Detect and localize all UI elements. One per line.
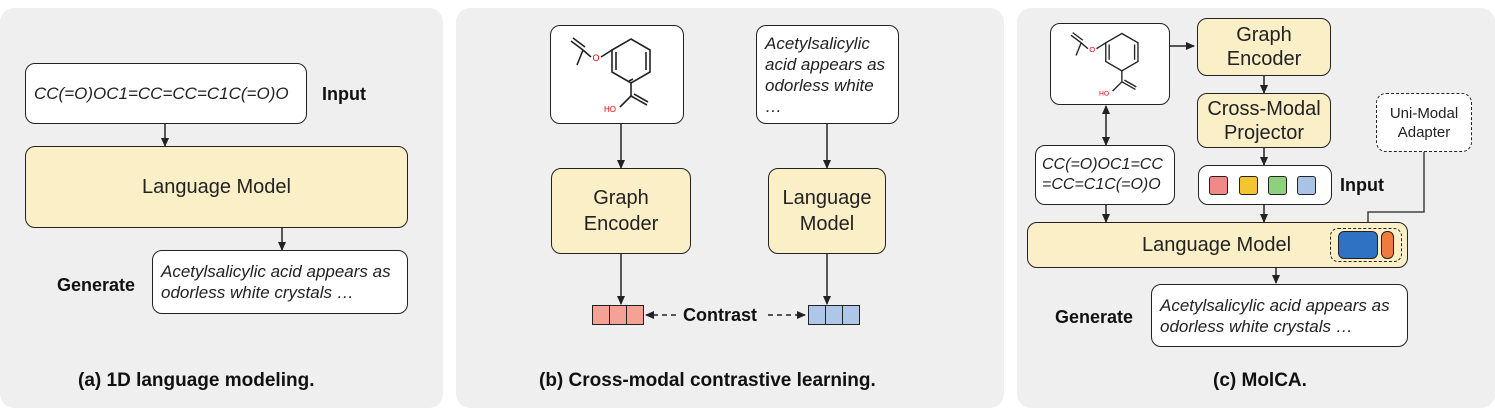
panel-a-output-text: Acetylsalicylic acid appears as odorless… <box>161 262 391 302</box>
panel-b-molecule-box: O HO <box>550 25 684 124</box>
panel-a-caption: (a) 1D language modeling. <box>78 370 315 391</box>
panel-b-background <box>456 8 1004 408</box>
panel-b-graph-encoder-label: Graph Encoder <box>583 187 659 235</box>
panel-c-token-red <box>1209 176 1228 195</box>
panel-b-text-input-text: Acetylsalicylic acid appears as odorless… <box>765 33 886 116</box>
panel-c-molecule-hydroxyl-label: HO <box>1099 90 1109 97</box>
panel-a-input-label: Input <box>322 84 366 104</box>
panel-c-token-green <box>1268 176 1287 195</box>
panel-b-caption: (b) Cross-modal contrastive learning. <box>539 370 876 391</box>
panel-a-smiles-text: CC(=O)OC1=CC=CC=C1C(=O)O <box>34 84 289 103</box>
panel-b-text-input-box: Acetylsalicylic acid appears as odorless… <box>756 25 899 124</box>
panel-b-contrast-label: Contrast <box>683 305 758 325</box>
panel-b-text-embedding-cell-2 <box>825 305 843 325</box>
panel-c-language-model-label: Language Model <box>1142 234 1292 256</box>
aspirin-molecule-icon: O HO <box>1070 32 1139 97</box>
panel-a-language-model-box: Language Model <box>25 146 408 228</box>
panel-c-graph-encoder-label: Graph Encoder <box>1226 24 1302 70</box>
panel-a-language-model-label: Language Model <box>141 176 291 198</box>
panel-c-output-box: Acetylsalicylic acid appears as odorless… <box>1151 284 1408 347</box>
panel-c-caption: (c) MolCA. <box>1213 370 1307 391</box>
panel-c-projector-box: Cross-Modal Projector <box>1197 93 1331 148</box>
panel-a-output-box: Acetylsalicylic acid appears as odorless… <box>152 250 408 314</box>
panel-c-adapter-module-orange <box>1381 231 1394 259</box>
panel-c-projector-label: Cross-Modal Projector <box>1207 97 1321 144</box>
panel-c-smiles-text: CC(=O)OC1=CC =CC=C1C(=O)O <box>1042 156 1163 193</box>
panel-c-graph-encoder-box: Graph Encoder <box>1197 18 1331 76</box>
panel-c-adapter-slot <box>1330 228 1402 262</box>
panel-b-text-embedding-cell-1 <box>808 305 826 325</box>
aspirin-molecule-icon: O HO <box>570 36 651 114</box>
panel-b-language-model-box: Language Model <box>768 168 886 254</box>
panel-c-smiles-box: CC(=O)OC1=CC =CC=C1C(=O)O <box>1035 145 1175 205</box>
panel-c-input-label: Input <box>1340 175 1384 195</box>
panel-b-molecule-oxygen-label: O <box>592 53 599 63</box>
panel-b-graph-embedding-cell-2 <box>609 305 627 325</box>
panel-c-token-yellow <box>1239 176 1258 195</box>
panel-b-graph-embedding-cell-3 <box>626 305 644 325</box>
panel-a-smiles-input-box: CC(=O)OC1=CC=CC=C1C(=O)O <box>25 63 307 124</box>
panel-b-language-model-label: Language Model <box>782 187 872 235</box>
panel-c-adapter-module-blue <box>1338 231 1378 259</box>
panel-c-molecule-box: O HO <box>1050 23 1170 105</box>
panel-b-graph-embedding-cell-1 <box>592 305 610 325</box>
panel-c-output-text: Acetylsalicylic acid appears as odorless… <box>1160 295 1390 336</box>
panel-b-graph-encoder-box: Graph Encoder <box>551 168 691 254</box>
panel-c-token-blue <box>1297 176 1316 195</box>
panel-c-generate-label: Generate <box>1055 307 1134 327</box>
panel-c-molecule-oxygen-label: O <box>1089 45 1095 54</box>
panel-c-adapter-box: Uni-Modal Adapter <box>1376 93 1472 152</box>
panel-c-adapter-label: Uni-Modal Adapter <box>1389 104 1459 141</box>
panel-b-text-embedding-cell-3 <box>842 305 860 325</box>
panel-b-molecule-hydroxyl-label: HO <box>604 105 616 114</box>
panel-a-generate-label: Generate <box>57 275 136 295</box>
